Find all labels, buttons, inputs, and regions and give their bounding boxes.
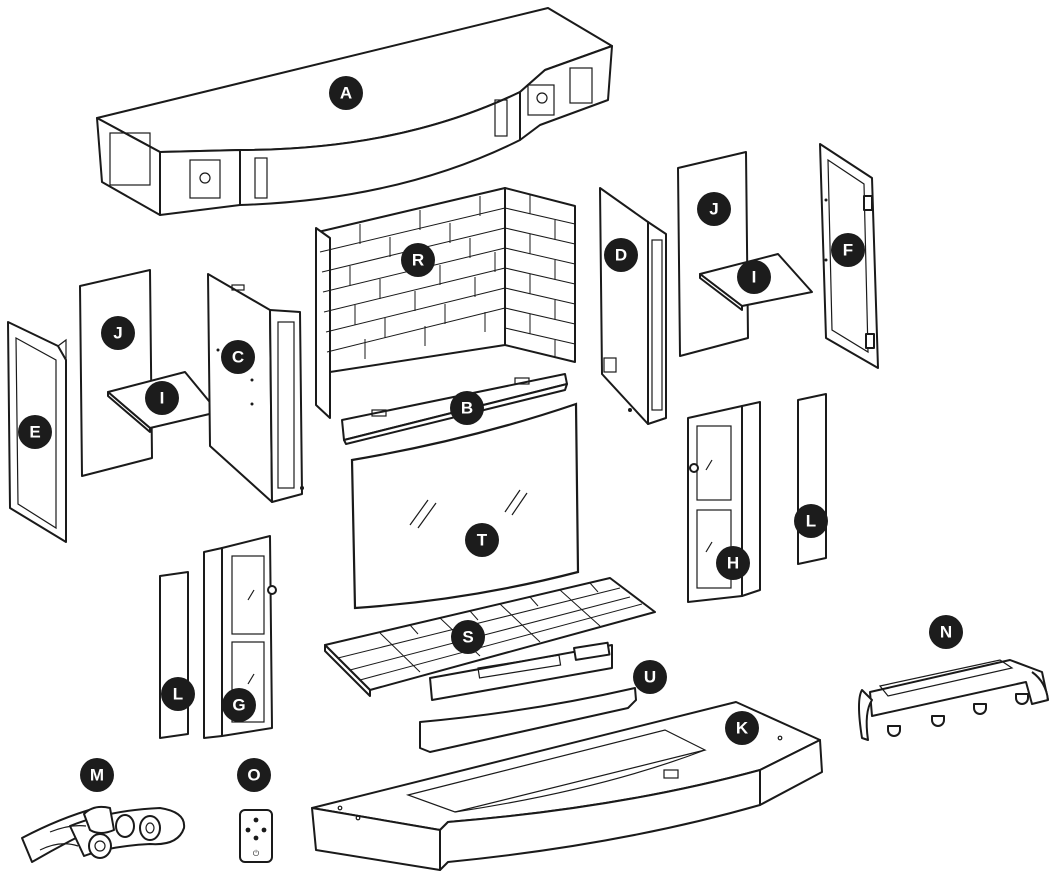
- svg-text:I: I: [160, 389, 165, 408]
- part-k-base: [311, 701, 823, 871]
- label-e: E: [18, 415, 52, 449]
- label-u: U: [633, 660, 667, 694]
- label-s: S: [451, 620, 485, 654]
- svg-text:⏻: ⏻: [253, 849, 260, 858]
- label-g: G: [222, 688, 256, 722]
- label-n: N: [929, 615, 963, 649]
- svg-text:I: I: [752, 268, 757, 287]
- svg-text:G: G: [232, 696, 245, 715]
- svg-text:C: C: [232, 348, 244, 367]
- svg-text:R: R: [412, 251, 424, 270]
- svg-text:S: S: [462, 628, 473, 647]
- label-l-left: L: [161, 677, 195, 711]
- label-r: R: [401, 243, 435, 277]
- svg-text:U: U: [644, 668, 656, 687]
- svg-text:L: L: [806, 512, 816, 531]
- label-i-right: I: [737, 260, 771, 294]
- label-f: F: [831, 233, 865, 267]
- label-h: H: [716, 546, 750, 580]
- label-m: M: [80, 758, 114, 792]
- part-j-left-panel: [79, 269, 153, 477]
- label-o: O: [237, 758, 271, 792]
- part-d-right-side: [599, 187, 667, 425]
- label-j-left: J: [101, 316, 135, 350]
- label-t: T: [465, 523, 499, 557]
- part-a-mantel-top: [96, 7, 613, 216]
- part-r-brick-firebox: [315, 187, 576, 419]
- label-a: A: [329, 76, 363, 110]
- svg-text:D: D: [615, 246, 627, 265]
- svg-text:M: M: [90, 766, 104, 785]
- svg-text:E: E: [29, 423, 40, 442]
- svg-text:J: J: [709, 200, 718, 219]
- part-g-left-door: [203, 535, 277, 739]
- svg-text:B: B: [461, 399, 473, 418]
- part-l-left-strip: [159, 571, 189, 739]
- svg-text:O: O: [247, 766, 260, 785]
- part-j-right-panel: [677, 151, 749, 357]
- svg-text:H: H: [727, 554, 739, 573]
- part-t-glass-screen: [350, 402, 580, 610]
- part-l-right-strip: [797, 393, 827, 565]
- label-b: B: [450, 391, 484, 425]
- svg-text:K: K: [736, 719, 749, 738]
- label-i-left: I: [145, 381, 179, 415]
- label-j-right: J: [697, 192, 731, 226]
- label-k: K: [725, 711, 759, 745]
- label-l-right: L: [794, 504, 828, 538]
- part-s-brick-floor: [324, 577, 656, 697]
- part-m-logs: [21, 805, 186, 863]
- part-c-left-side: [207, 273, 304, 503]
- svg-text:F: F: [843, 241, 853, 260]
- label-d: D: [604, 238, 638, 272]
- svg-text:N: N: [940, 623, 952, 642]
- part-n-log-grate: [858, 659, 1049, 741]
- svg-text:T: T: [477, 531, 488, 550]
- part-o-remote-control: ⏻: [239, 809, 273, 863]
- svg-text:L: L: [173, 685, 183, 704]
- label-c: C: [221, 340, 255, 374]
- part-u-heater-trim: [419, 641, 637, 753]
- svg-text:J: J: [113, 324, 122, 343]
- svg-text:A: A: [340, 84, 352, 103]
